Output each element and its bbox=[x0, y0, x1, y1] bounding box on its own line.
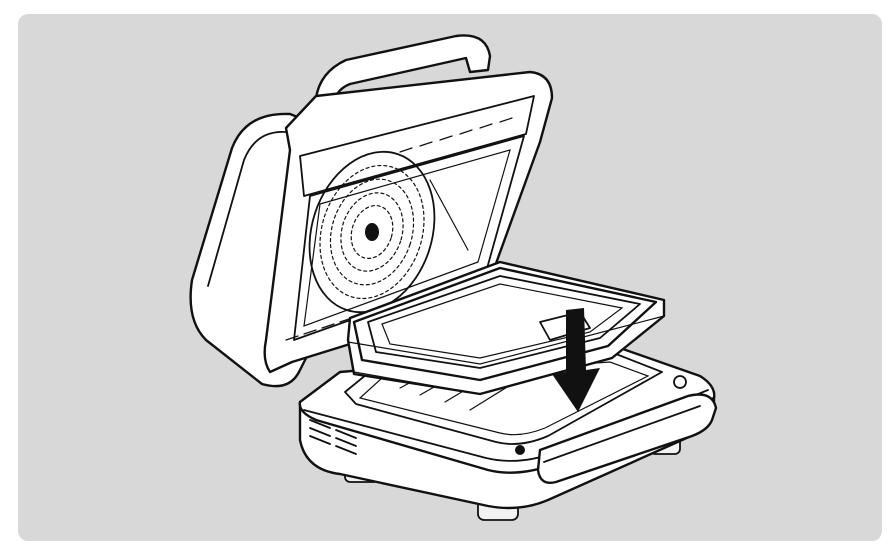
down-arrow-icon bbox=[552, 308, 600, 412]
vent-icon bbox=[309, 419, 357, 455]
fan-grill-icon bbox=[308, 150, 436, 314]
fryer-lid bbox=[189, 34, 554, 388]
